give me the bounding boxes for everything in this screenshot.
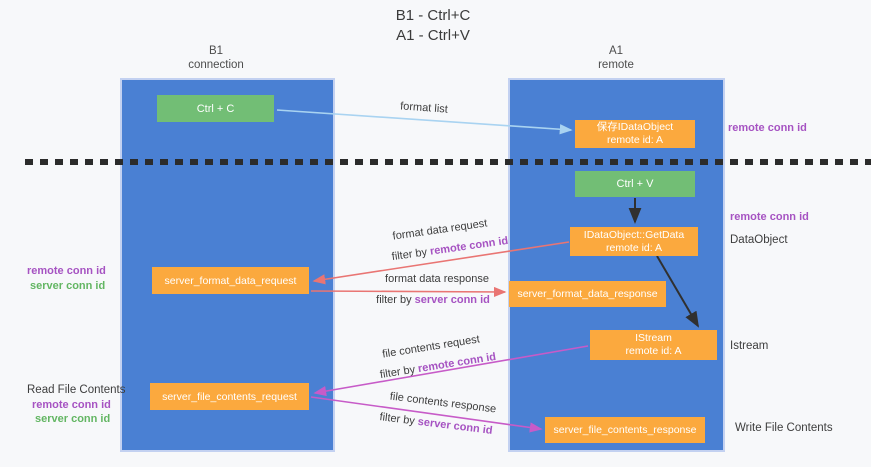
remote-conn-id-text: remote conn id [429,234,509,258]
lane-header-a1: A1 remote [598,44,634,72]
lane-a1-title: A1 [608,45,624,57]
node-server-format-data-request: server_format_data_request [152,267,309,294]
session-divider-dashed-line [25,159,871,165]
label-format-data-response: format data response [385,273,489,285]
side-right-write-file-contents: Write File Contents [735,422,833,434]
side-left-server-conn-id-1: server conn id [30,280,106,292]
lane-b1-title: B1 [208,45,224,57]
node-server-file-contents-request-label: server_file_contents_request [162,390,297,403]
node-getdata-line1: IDataObject::GetData [583,228,685,241]
node-ctrl-v: Ctrl + V [575,171,695,197]
node-server-format-data-response: server_format_data_response [509,281,666,307]
node-save-dataobject-line2: remote id: A [606,134,664,146]
server-conn-id-text: server conn id [417,415,494,437]
side-right-dataobject: DataObject [730,234,788,246]
node-ctrl-c: Ctrl + C [157,95,274,122]
filter-by-text: filter by [379,363,417,382]
side-left-read-file-contents: Read File Contents [27,384,126,396]
label-format-list: format list [399,100,449,116]
diagram-title: B1 - Ctrl+C A1 - Ctrl+V [396,6,471,46]
node-istream: IStream remote id: A [590,330,717,360]
filter-by-text: filter by [391,246,428,264]
lane-a1-subtitle: remote [598,59,634,71]
node-save-dataobject-line1: 保存IDataObject [596,121,674,133]
node-server-file-contents-response: server_file_contents_response [545,417,705,443]
node-server-format-data-request-label: server_format_data_request [164,274,297,287]
lane-b1-subtitle: connection [188,59,244,71]
lane-header-b1: B1 connection [188,44,244,72]
node-istream-line2: remote id: A [625,345,682,357]
side-right-istream: Istream [730,340,769,352]
side-right-remote-conn-id-top: remote conn id [728,122,807,134]
side-left-remote-conn-id-2: remote conn id [32,399,111,411]
label-filter-server-2: filter by server conn id [379,411,493,437]
node-server-format-data-response-label: server_format_data_response [517,288,658,300]
node-server-file-contents-response-label: server_file_contents_response [553,424,697,436]
remote-conn-id-text: remote conn id [417,350,497,376]
node-save-dataobject: 保存IDataObject remote id: A [575,120,695,148]
title-line-2: A1 - Ctrl+V [396,27,470,44]
node-getdata-line2: remote id: A [605,241,663,254]
node-istream-line1: IStream [635,332,672,344]
node-ctrl-c-label: Ctrl + C [196,102,235,115]
node-getdata: IDataObject::GetData remote id: A [570,227,698,256]
node-ctrl-v-label: Ctrl + V [616,178,654,190]
side-left-server-conn-id-2: server conn id [35,413,111,425]
label-file-contents-response: file contents response [389,390,497,416]
format-data-response-arrow [310,286,507,298]
filter-by-text: filter by [378,411,416,428]
filter-by-text: filter by [376,294,412,306]
title-line-1: B1 - Ctrl+C [395,7,471,24]
side-right-remote-conn-id-mid: remote conn id [730,211,809,223]
node-server-file-contents-request: server_file_contents_request [150,383,309,410]
server-conn-id-text: server conn id [414,294,490,306]
side-left-remote-conn-id-1: remote conn id [27,265,106,277]
label-filter-server-1: filter by server conn id [376,294,490,306]
